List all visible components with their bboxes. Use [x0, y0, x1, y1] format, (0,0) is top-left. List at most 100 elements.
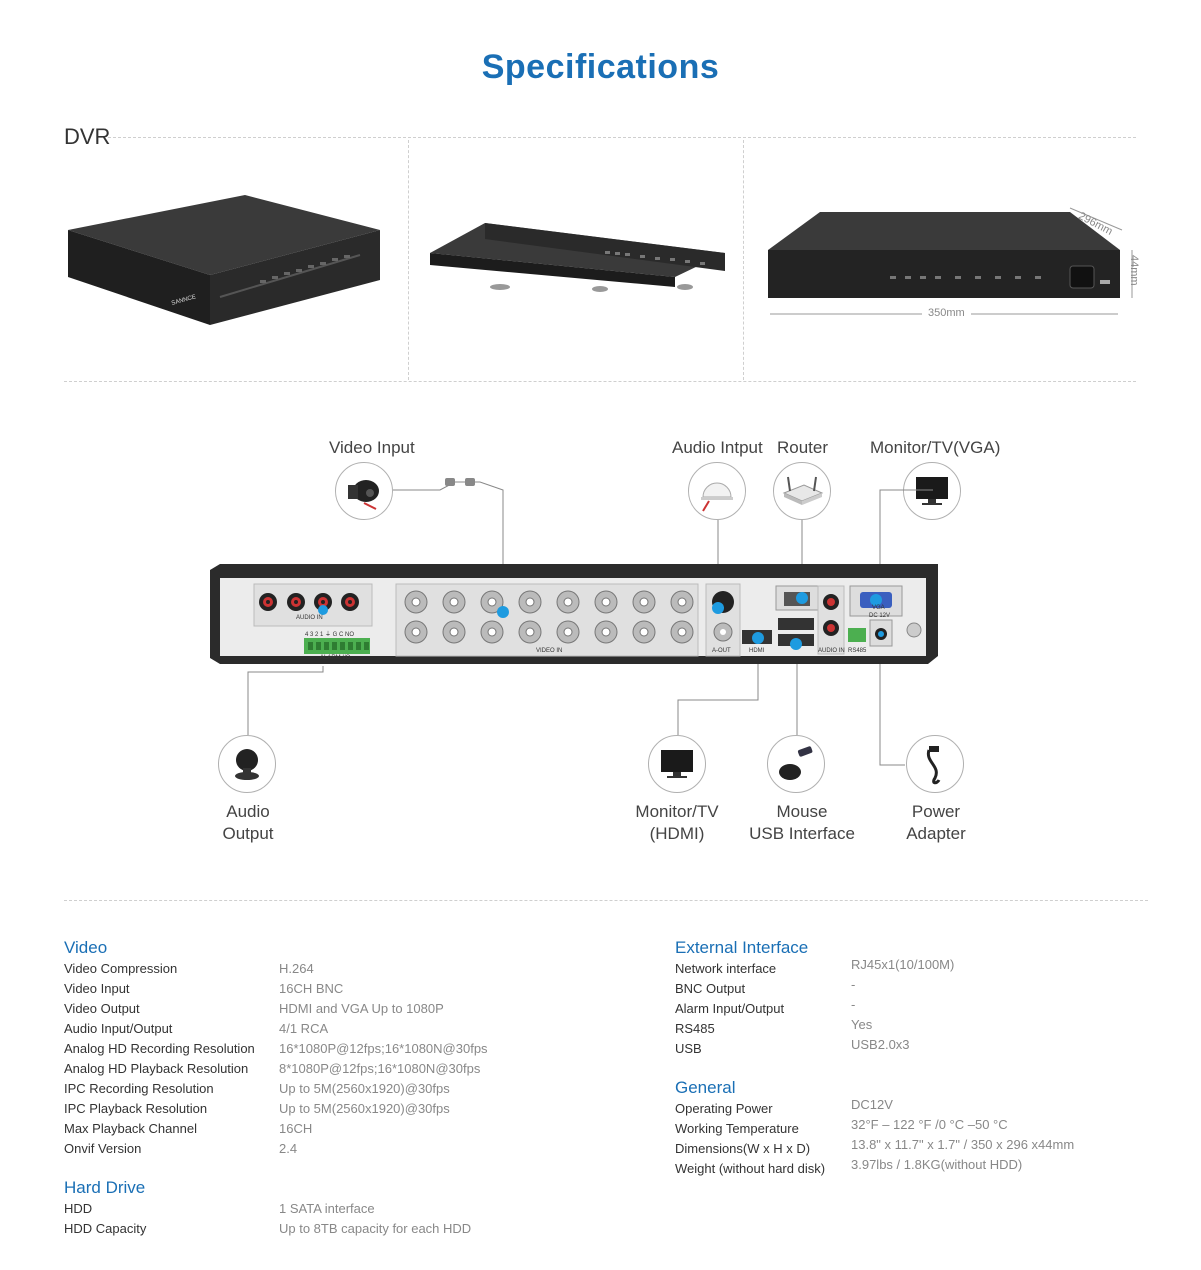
monitor-hdmi-circle	[648, 735, 706, 793]
page-title: Specifications	[481, 48, 720, 86]
hard-drive-section-heading: Hard Drive	[64, 1178, 146, 1197]
spec-key: Analog HD Recording Resolution	[64, 1041, 255, 1056]
dvr-photo-front	[768, 207, 1133, 315]
audio-output-line1: Audio	[226, 802, 270, 821]
spec-value: 13.8" x 11.7" x 1.7" / 350 x 296 x44mm	[851, 1137, 1075, 1152]
microphone-icon	[701, 482, 733, 512]
power-adapter-line2: Adapter	[906, 824, 966, 843]
spec-key: Video Output	[64, 1001, 140, 1016]
spec-value: Yes	[851, 1017, 873, 1032]
spec-row: RS485 Yes	[675, 1017, 1155, 1039]
monitor-vga-circle	[903, 462, 961, 520]
speaker-circle	[218, 735, 276, 793]
spec-value: HDMI and VGA Up to 1080P	[279, 1001, 444, 1016]
spec-row: Dimensions(W x H x D)13.8" x 11.7" x 1.7…	[675, 1137, 1155, 1159]
panel-video-in-label: VIDEO IN	[536, 648, 563, 654]
mouse-icon	[779, 746, 813, 780]
router-circle	[773, 462, 831, 520]
dim-width-label: 350mm	[922, 307, 971, 319]
monitor-icon	[916, 477, 948, 505]
camera-circle	[335, 462, 393, 520]
specs-divider	[64, 900, 1148, 901]
spec-key: Onvif Version	[64, 1141, 142, 1156]
mouse-usb-label: Mouse USB Interface	[742, 801, 862, 845]
spec-key: Operating Power	[675, 1101, 773, 1116]
spec-row: Alarm Input/Output-	[675, 997, 1155, 1019]
panel-dc12v-label: DC 12V	[869, 613, 891, 619]
spec-value: Up to 8TB capacity for each HDD	[279, 1221, 472, 1236]
general-section-heading: General	[675, 1078, 736, 1097]
spec-value: 2.4	[279, 1141, 298, 1156]
spec-value: H.264	[279, 961, 314, 976]
monitor-hdmi-label: Monitor/TV (HDMI)	[627, 801, 727, 845]
spec-row: Weight (without hard disk) 3.97lbs / 1.8K…	[675, 1157, 1155, 1179]
spec-value: 32°F – 122 °F /0 °C –50 °C	[851, 1117, 1008, 1132]
panel-rs485-label: RS485	[848, 648, 867, 654]
spec-key: BNC Output	[675, 981, 746, 996]
panel-hdmi-label: HDMI	[749, 648, 765, 654]
panel-alarm-pins-label: 4 3 2 1 ⏚ G C NO	[305, 632, 355, 638]
dvr-photo-side	[430, 223, 725, 292]
spec-key: Working Temperature	[675, 1121, 799, 1136]
monitor-hdmi-line1: Monitor/TV	[635, 802, 719, 821]
spec-value: 16CH BNC	[279, 981, 344, 996]
power-adapter-label: Power Adapter	[886, 801, 986, 845]
spec-row: Video Input 16CH BNC	[64, 979, 584, 999]
rear-panel	[210, 564, 940, 664]
spec-key: IPC Recording Resolution	[64, 1081, 214, 1096]
monitor-icon	[661, 750, 693, 778]
top-divider	[108, 137, 1136, 138]
router-label: Router	[777, 438, 829, 457]
spec-value: -	[851, 977, 856, 992]
dvr-section-label: DVR	[64, 124, 111, 149]
spec-row: Audio Input/Output 4/1 RCA	[64, 1019, 584, 1039]
spec-key: RS485	[675, 1021, 715, 1036]
panel-alarm-io-label: ALARM I/O	[320, 655, 351, 661]
monitor-hdmi-line2: (HDMI)	[649, 824, 705, 843]
video-input-label: Video Input	[329, 438, 415, 457]
audio-input-label: Audio Intput	[672, 438, 763, 457]
power-adapter-line1: Power	[911, 802, 961, 821]
mouse-usb-line1: Mouse	[776, 802, 828, 821]
spec-key: Video Compression	[64, 961, 178, 976]
spec-key: Video Input	[64, 981, 130, 996]
camera-icon	[348, 480, 379, 510]
photo-divider-2	[743, 140, 744, 380]
router-icon	[782, 476, 824, 505]
audio-output-line2: Output	[222, 824, 274, 843]
spec-row: Video Compression H.264	[64, 959, 584, 979]
photo-divider-1	[408, 140, 409, 380]
spec-key: Max Playback Channel	[64, 1121, 197, 1136]
monitor-vga-label: Monitor/TV(VGA)	[870, 438, 1001, 457]
spec-row: Network interface RJ45x1(10/100M)	[675, 957, 1155, 979]
mouse-circle	[767, 735, 825, 793]
spec-row: HDD Capacity Up to 8TB capacity for each …	[64, 1219, 584, 1239]
panel-a-out-label: A-OUT	[712, 648, 731, 654]
spec-row: Onvif Version 2.4	[64, 1139, 584, 1159]
spec-value: 1 SATA interface	[279, 1201, 375, 1216]
panel-audio-in-right-label: AUDIO IN	[818, 648, 845, 654]
spec-value: Up to 5M(2560x1920)@30fps	[279, 1081, 450, 1096]
spec-key: Audio Input/Output	[64, 1021, 173, 1036]
spec-key: HDD Capacity	[64, 1221, 147, 1236]
spec-key: Network interface	[675, 961, 777, 976]
spec-value: 16CH	[279, 1121, 313, 1136]
spec-value: 4/1 RCA	[279, 1021, 329, 1036]
speaker-icon	[235, 749, 259, 780]
spec-value: 3.97lbs / 1.8KG(without HDD)	[851, 1157, 1023, 1172]
spec-value: USB2.0x3	[851, 1037, 910, 1052]
spec-row: Max Playback Channel 16CH	[64, 1119, 584, 1139]
photo-bottom-divider	[64, 381, 1136, 382]
mouse-usb-line2: USB Interface	[749, 824, 855, 843]
spec-row: IPC Recording Resolution Up to 5M(2560x19…	[64, 1079, 584, 1099]
spec-value: RJ45x1(10/100M)	[851, 957, 955, 972]
spec-row: Video Output HDMI and VGA Up to 1080P	[64, 999, 584, 1019]
spec-key: Weight (without hard disk)	[675, 1161, 826, 1176]
spec-value: -	[851, 997, 856, 1012]
